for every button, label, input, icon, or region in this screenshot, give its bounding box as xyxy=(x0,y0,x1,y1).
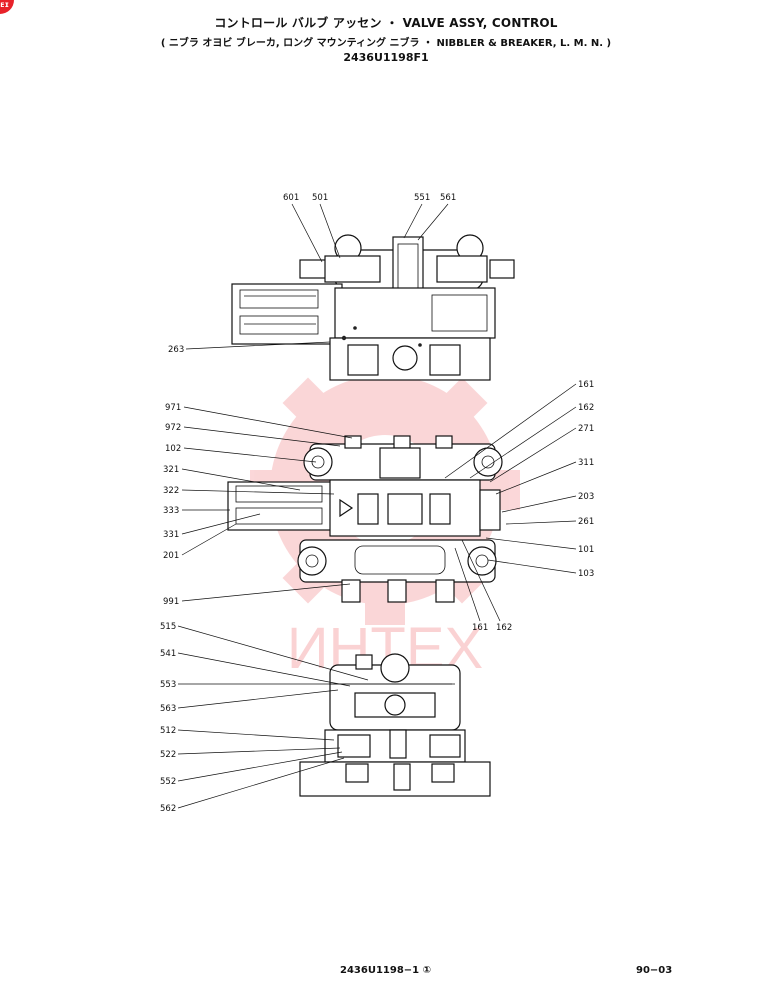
callout-333: 333 xyxy=(163,506,179,516)
callout-161: 161 xyxy=(578,380,594,390)
callout-512: 512 xyxy=(160,726,176,736)
callout-263: 263 xyxy=(168,345,184,355)
callout-561: 561 xyxy=(440,193,456,203)
callout-102: 102 xyxy=(165,444,181,454)
callout-541: 541 xyxy=(160,649,176,659)
drawing-code: 2436U1198−1 ① xyxy=(340,965,432,976)
leader-lines xyxy=(177,203,577,809)
callout-971: 971 xyxy=(165,403,181,413)
top-view xyxy=(231,234,515,381)
title-line-1: コントロール バルブ アッセン ・ VALVE ASSY, CONTROL xyxy=(214,16,558,30)
callout-331: 331 xyxy=(163,530,179,540)
callout-501: 501 xyxy=(312,193,328,203)
callout-552: 552 xyxy=(160,777,176,787)
callout-162-bottom: 162 xyxy=(496,623,512,633)
corner-mark-text: ᴇɪ xyxy=(0,0,9,9)
callout-101: 101 xyxy=(578,545,594,555)
callout-261: 261 xyxy=(578,517,594,527)
callout-322: 322 xyxy=(163,486,179,496)
callout-161-bottom: 161 xyxy=(472,623,488,633)
callout-515: 515 xyxy=(160,622,176,632)
callout-551: 551 xyxy=(414,193,430,203)
callout-522: 522 xyxy=(160,750,176,760)
callout-311: 311 xyxy=(578,458,594,468)
callout-972: 972 xyxy=(165,423,181,433)
callout-991: 991 xyxy=(163,597,179,607)
part-number: 2436U1198F1 xyxy=(343,51,429,64)
middle-view xyxy=(227,435,503,603)
callout-103: 103 xyxy=(578,569,594,579)
callout-553: 553 xyxy=(160,680,176,690)
callout-203: 203 xyxy=(578,492,594,502)
bottom-view xyxy=(299,653,491,797)
callout-562: 562 xyxy=(160,804,176,814)
title-line-2: ( ニブラ オヨビ ブレーカ, ロング マウンティング ニブラ ・ NIBBLE… xyxy=(160,38,612,49)
callout-201: 201 xyxy=(163,551,179,561)
callout-162: 162 xyxy=(578,403,594,413)
callout-271: 271 xyxy=(578,424,594,434)
callout-563: 563 xyxy=(160,704,176,714)
callout-321: 321 xyxy=(163,465,179,475)
callout-601: 601 xyxy=(283,193,299,203)
page-number: 90−03 xyxy=(636,965,673,976)
